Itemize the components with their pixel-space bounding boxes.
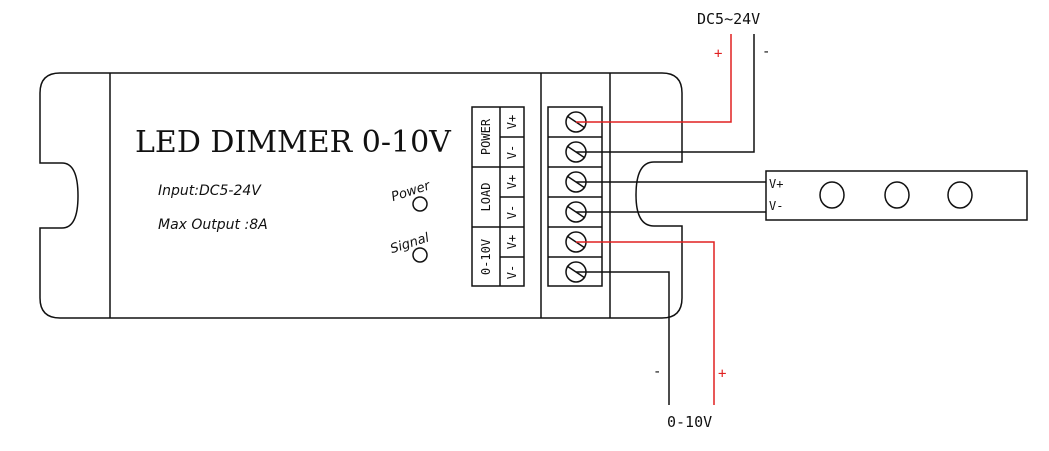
power-supply-wiring: + - DC5~24V	[576, 10, 770, 153]
pin-label-signal-plus: V+	[505, 235, 519, 249]
power-supply-label: DC5~24V	[697, 10, 760, 28]
led-strip-wiring	[576, 181, 766, 213]
group-label-0-10v: 0-10V	[479, 239, 493, 275]
signal-indicator: Signal	[388, 230, 431, 263]
power-minus-wire	[576, 34, 755, 153]
pin-label-signal-minus: V-	[505, 265, 519, 279]
led-2-icon	[884, 181, 910, 209]
signal-led	[412, 247, 428, 263]
power-plus-wire	[576, 34, 732, 123]
led-1-icon	[819, 181, 845, 209]
led-strip-body	[765, 170, 1028, 221]
terminal-screw-block	[547, 106, 603, 287]
pin-label-load-minus: V-	[505, 205, 519, 219]
pin-label-load-plus: V+	[505, 175, 519, 189]
signal-indicator-label: Signal	[388, 230, 431, 257]
power-led	[412, 196, 428, 212]
power-plus-sign: +	[714, 46, 722, 62]
device-title: LED DIMMER 0-10V	[135, 125, 452, 160]
signal-plus-wire	[576, 241, 715, 405]
terminal-label-block: POWER LOAD 0-10V V+ V- V+ V- V+ V-	[471, 106, 525, 287]
signal-plus-sign: +	[718, 366, 726, 382]
led-strip-minus-label: V-	[769, 199, 783, 213]
signal-minus-sign: -	[653, 364, 661, 380]
group-label-load: LOAD	[479, 183, 493, 212]
control-signal-wiring: - + 0-10V	[576, 241, 726, 431]
spec-input: Input:DC5-24V	[158, 183, 262, 199]
group-label-power: POWER	[479, 118, 493, 155]
led-strip-plus-label: V+	[769, 177, 783, 191]
pin-label-power-minus: V-	[505, 145, 519, 159]
pin-label-power-plus: V+	[505, 115, 519, 129]
control-signal-label: 0-10V	[667, 413, 712, 431]
dimmer-housing	[39, 72, 683, 319]
signal-minus-wire	[576, 271, 670, 405]
power-minus-sign: -	[762, 44, 770, 60]
spec-output: Max Output :8A	[158, 217, 268, 233]
led-3-icon	[947, 181, 973, 209]
led-strip: V+ V-	[765, 170, 1028, 221]
power-indicator: Power	[389, 178, 434, 212]
